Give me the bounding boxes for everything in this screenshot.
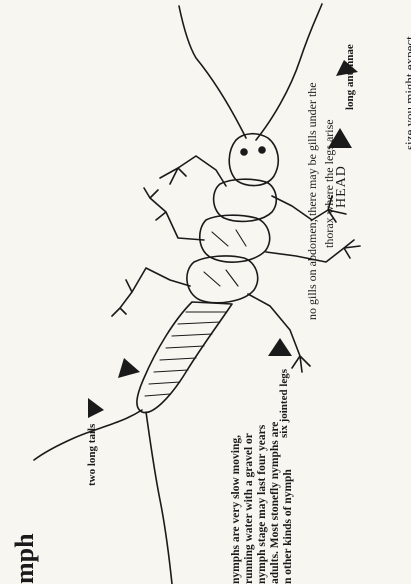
title-fragment: mph — [10, 533, 40, 584]
leg-hind-bottom — [248, 294, 310, 372]
pointer-arrow-gills — [118, 358, 140, 378]
head-shape — [229, 134, 278, 186]
description-line: nymphs are very slow moving, — [230, 422, 243, 584]
description-line: nymph stage may last four years — [256, 422, 269, 584]
two-long-tails-label: two long tails — [86, 424, 98, 486]
description-line: adults. Most stonefly nymphs are — [269, 422, 282, 584]
description-text: nymphs are very slow moving, running wat… — [230, 422, 295, 584]
pointer-arrow-legs — [268, 338, 292, 356]
description-line: running water with a gravel or — [243, 422, 256, 584]
size-expectation-label: size you might expect — [402, 36, 411, 150]
gills-note-line-1: no gills on abdomen; there may be gills … — [305, 82, 320, 320]
leg-hind-top — [112, 268, 190, 316]
metathorax-segment — [187, 256, 258, 303]
leg-front-top — [160, 156, 226, 186]
head-label: HEAD — [334, 165, 350, 208]
description-line: n other kinds of nymph — [282, 422, 295, 584]
antenna-left — [179, 6, 246, 138]
long-antennae-label: long antennae — [344, 44, 356, 110]
tail-right — [146, 412, 172, 584]
pointer-arrow-tails — [88, 398, 104, 418]
mesothorax-segment — [200, 215, 270, 262]
leg-middle-top — [144, 188, 204, 240]
